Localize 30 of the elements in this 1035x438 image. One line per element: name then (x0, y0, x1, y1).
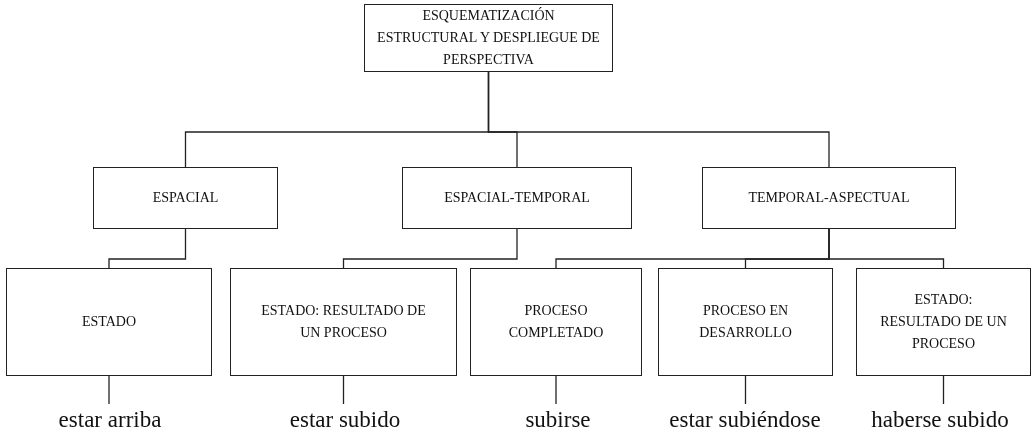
connector-line (108, 228, 187, 269)
example-phrase: estar subido (240, 404, 450, 436)
box-label: ESPACIAL-TEMPORAL (444, 189, 590, 208)
box-label: ESTADO (81, 313, 137, 332)
connector-line (942, 375, 945, 405)
connector-line (744, 375, 747, 405)
category-box (470, 268, 642, 376)
category-box (856, 268, 1031, 376)
category-box (6, 268, 212, 376)
box-label: ESPACIAL (152, 189, 219, 208)
connector-line (487, 71, 830, 168)
category-box (402, 167, 632, 229)
example-phrase: estar arriba (10, 404, 210, 436)
category-box (364, 4, 613, 72)
box-label: ESTADO: RESULTADO DE UN PROCESO (260, 302, 427, 342)
category-box (658, 268, 833, 376)
box-label: ESQUEMATIZACIÓN ESTRUCTURAL Y DESPLIEGUE DE PERSPECTIVA (376, 6, 601, 69)
box-label: PROCESO COMPLETADO (507, 302, 605, 342)
category-box (230, 268, 457, 376)
connector-line (342, 228, 518, 269)
connector-line (828, 228, 945, 269)
box-label: ESTADO: RESULTADO DE UN PROCESO (879, 291, 1008, 353)
category-box (702, 167, 956, 229)
example-phrase: subirse (478, 404, 638, 436)
box-label: PROCESO EN DESARROLLO (698, 302, 793, 342)
box-label: TEMPORAL-ASPECTUAL (748, 189, 910, 208)
connector-line (342, 375, 345, 405)
category-box (93, 167, 278, 229)
connector-line (108, 375, 110, 405)
connector-line (555, 375, 557, 405)
